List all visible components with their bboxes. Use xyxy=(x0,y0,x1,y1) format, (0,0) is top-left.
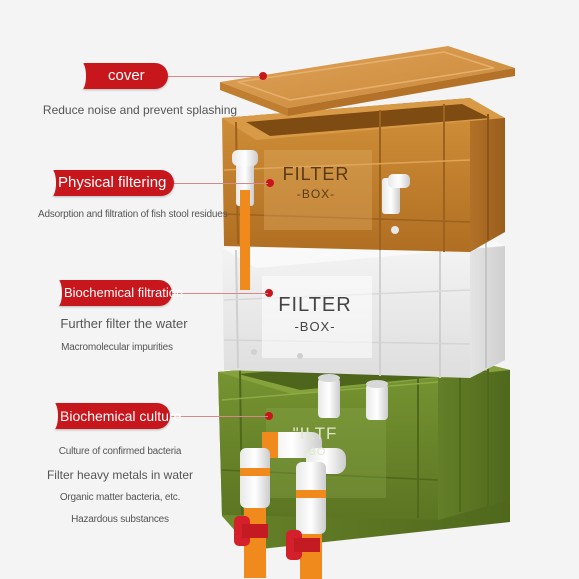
cover-desc: Reduce noise and prevent splashing xyxy=(42,103,238,117)
middle-box-label: FILTER -BOX- xyxy=(272,294,358,334)
biochemical-culture-marker xyxy=(265,412,273,420)
biochemical-culture-desc-4: Hazardous substances xyxy=(71,514,169,525)
biochemical-filtration-marker xyxy=(265,289,273,297)
biochemical-filtration-desc-2: Macromolecular impurities xyxy=(61,342,173,353)
cover-marker xyxy=(259,72,267,80)
top-box-label-line1: FILTER xyxy=(282,164,350,184)
bottom-box-label: "ILTF -BO xyxy=(280,424,350,458)
top-box-label: FILTER -BOX- xyxy=(276,164,356,201)
orange-riser-pipe xyxy=(240,190,250,290)
bottom-box-label-line1: "ILTF xyxy=(292,424,338,443)
cover-label: cover xyxy=(78,63,168,89)
middle-box-label-line2: -BOX- xyxy=(294,319,336,334)
outlet-pipes xyxy=(234,432,346,579)
top-box-orange xyxy=(222,98,505,252)
biochemical-culture-desc-1: Culture of confirmed bacteria xyxy=(58,446,182,457)
biochemical-filtration-label: Biochemical filtration xyxy=(54,280,183,306)
physical-connector xyxy=(174,183,268,184)
middle-box-label-line1: FILTER xyxy=(278,294,352,316)
biochemical-culture-label: Biochemical culture xyxy=(50,403,181,429)
bottom-box-label-line2: -BO xyxy=(303,446,327,458)
biochemical-filtration-desc-1: Further filter the water xyxy=(60,316,188,331)
biochemical-culture-connector xyxy=(170,416,268,417)
physical-label: Physical filtering xyxy=(48,170,174,196)
biochemical-culture-label-text: Biochemical culture xyxy=(60,408,182,424)
top-box-label-line2: -BOX- xyxy=(296,187,336,201)
biochemical-culture-desc-3: Organic matter bacteria, etc. xyxy=(59,492,181,503)
physical-marker xyxy=(266,179,274,187)
cover-connector xyxy=(168,76,260,77)
biochemical-filtration-connector xyxy=(172,293,268,294)
lid xyxy=(220,46,515,116)
cover-label-text: cover xyxy=(108,67,145,84)
physical-label-text: Physical filtering xyxy=(58,174,167,191)
physical-desc: Adsorption and filtration of fish stool … xyxy=(38,209,228,220)
biochemical-filtration-label-text: Biochemical filtration xyxy=(64,285,184,300)
biochemical-culture-desc-2: Filter heavy metals in water xyxy=(46,468,194,482)
